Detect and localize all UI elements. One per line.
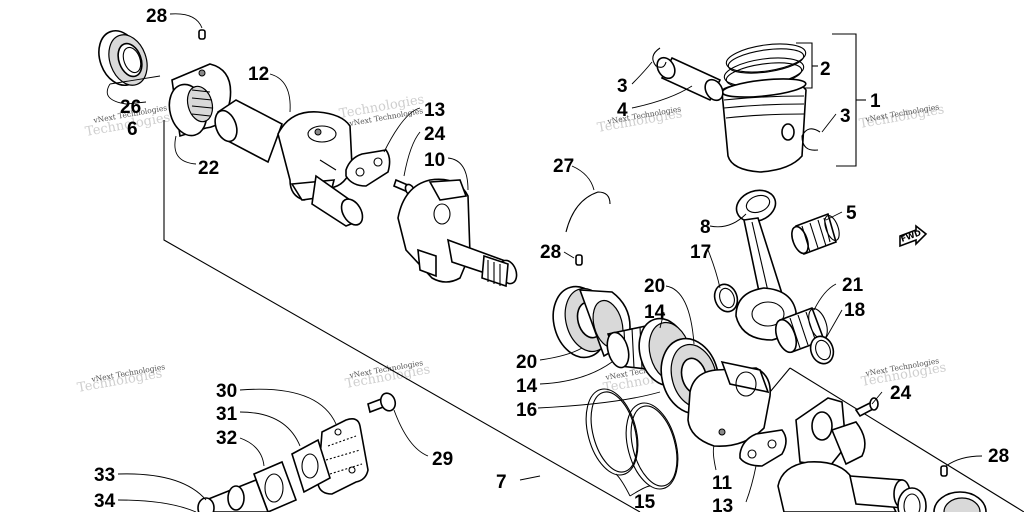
callout-14-left: 14 <box>516 376 538 397</box>
crankshaft-left-half <box>214 99 364 227</box>
callout-33: 33 <box>94 465 115 486</box>
callout-18: 18 <box>844 300 865 321</box>
callout-32: 32 <box>216 428 237 449</box>
callout-21: 21 <box>842 275 864 296</box>
woodruff-key-lower <box>739 429 787 467</box>
callout-28-center: 28 <box>540 242 561 263</box>
needle-bearing-small <box>791 212 840 256</box>
piston-pin <box>656 56 724 102</box>
callout-24-right: 24 <box>890 383 912 404</box>
pin-right <box>940 465 948 477</box>
bolt <box>367 392 397 414</box>
gasket-plate <box>317 418 369 495</box>
pin-clip-left <box>652 47 667 68</box>
callout-13-top: 13 <box>424 100 445 121</box>
callout-15: 15 <box>634 492 656 512</box>
dowel-pin <box>198 29 206 40</box>
callout-30: 30 <box>216 381 237 402</box>
callout-13-bottom: 13 <box>712 496 733 512</box>
callout-14-right: 14 <box>644 302 666 323</box>
forward-arrow-icon: FWD <box>899 224 928 248</box>
callout-28-top-left: 28 <box>146 6 167 27</box>
callout-28-right: 28 <box>988 446 1009 467</box>
callout-12: 12 <box>248 64 269 85</box>
callout-8: 8 <box>700 217 711 238</box>
callout-7: 7 <box>496 472 507 493</box>
callout-16: 16 <box>516 400 537 421</box>
callout-29: 29 <box>432 449 453 470</box>
thrust-washer <box>713 283 739 313</box>
callout-34: 34 <box>94 491 116 512</box>
seal-rings <box>585 388 679 490</box>
callout-2: 2 <box>820 59 831 80</box>
screw-right <box>854 397 879 418</box>
callout-5: 5 <box>846 203 857 224</box>
callout-11: 11 <box>712 473 733 494</box>
callout-3-right: 3 <box>840 106 851 127</box>
callout-27: 27 <box>553 156 574 177</box>
snap-ring <box>565 191 611 233</box>
pin-clip-right <box>801 128 821 151</box>
callout-20-left: 20 <box>516 352 537 373</box>
callout-22: 22 <box>198 158 219 179</box>
callout-1: 1 <box>870 91 881 112</box>
woodruff-key <box>345 149 391 187</box>
gasket-ring <box>291 438 331 494</box>
callout-4: 4 <box>617 100 628 121</box>
callout-17: 17 <box>690 242 711 263</box>
callout-6: 6 <box>127 119 138 140</box>
callout-31: 31 <box>216 404 238 425</box>
seal-right <box>897 487 987 512</box>
callout-26: 26 <box>120 97 141 118</box>
crankshaft-right-end <box>777 397 911 512</box>
callout-labels: 28 26 6 22 12 13 24 10 3 4 2 3 1 27 8 5 … <box>94 6 1009 512</box>
leader-lines <box>106 13 983 512</box>
washer-right <box>809 335 835 365</box>
callout-10: 10 <box>424 150 445 171</box>
piston <box>721 78 807 173</box>
callout-24-top: 24 <box>424 124 446 145</box>
callout-20-right: 20 <box>644 276 665 297</box>
crankshaft-right-half <box>397 178 518 288</box>
crank-seal <box>98 30 148 86</box>
center-bearing-right <box>638 317 720 415</box>
flange-fitting <box>197 460 298 512</box>
center-pin <box>575 254 583 266</box>
connecting-rod <box>735 189 797 341</box>
callout-3-left: 3 <box>617 76 628 97</box>
crankshaft-half-11 <box>687 360 772 447</box>
